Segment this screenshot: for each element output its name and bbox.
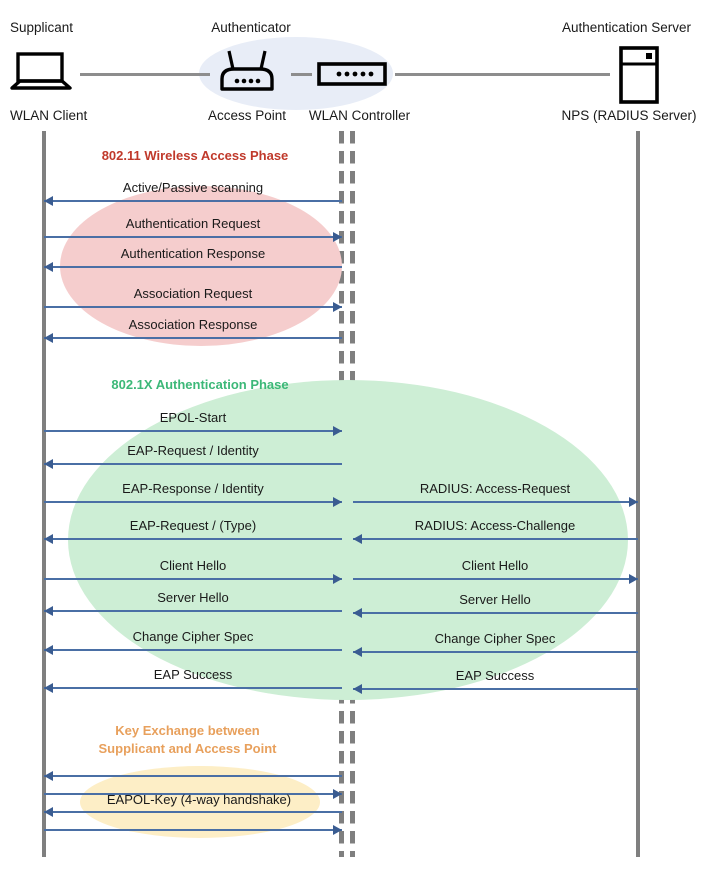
message-line [44,236,342,238]
phase-title-wireless-access: 802.11 Wireless Access Phase [101,148,289,163]
message-label: EAP Success [455,668,535,683]
arrowhead-left-icon [44,534,53,544]
access-point-icon [216,49,278,95]
message-line [44,610,342,612]
actor-device-nps-radius-server: NPS (RADIUS Server) [561,108,697,123]
message-line [44,463,342,465]
message-label: Client Hello [461,558,529,573]
actor-role-authentication-server: Authentication Server [561,20,692,35]
phase-title-dot1x-auth: 802.1X Authentication Phase [111,377,289,392]
arrowhead-right-icon [333,497,342,507]
phase-ellipse-dot1x-auth [68,380,628,700]
message-line [353,688,638,690]
message-label: Server Hello [157,590,229,605]
message-label: Authentication Response [120,246,266,261]
message-line [44,775,342,777]
arrowhead-right-icon [333,789,342,799]
wlan-controller-icon [317,62,387,86]
arrowhead-left-icon [353,684,362,694]
message-label: Active/Passive scanning [122,180,264,195]
arrowhead-left-icon [353,608,362,618]
arrowhead-left-icon [44,683,53,693]
arrowhead-right-icon [333,574,342,584]
message-line [44,829,342,831]
actor-role-supplicant: Supplicant [10,20,74,35]
arrowhead-left-icon [44,771,53,781]
arrowhead-left-icon [44,606,53,616]
message-label: Association Request [133,286,253,301]
message-label: Association Response [128,317,258,332]
link-controller-to-server [395,73,610,76]
phase-title-key-exchange-line2: Supplicant and Access Point [98,741,277,756]
lifeline-supplicant [42,131,46,857]
arrowhead-left-icon [44,196,53,206]
actor-device-wlan-controller: WLAN Controller [308,108,411,123]
arrowhead-right-icon [333,232,342,242]
arrowhead-left-icon [44,807,53,817]
message-label: EAP-Request / Identity [127,443,259,458]
message-label: EAP-Request / (Type) [129,518,257,533]
message-line [44,430,342,432]
message-label: EAP-Response / Identity [122,481,264,496]
message-line [353,651,638,653]
link-client-to-ap [80,73,210,76]
message-line [353,538,638,540]
phase-ellipse-key-exchange [80,766,320,838]
message-line [44,306,342,308]
actor-device-wlan-client: WLAN Client [10,108,88,123]
message-line [353,578,638,580]
phase-title-key-exchange-line1: Key Exchange between [115,723,260,738]
message-label: Change Cipher Spec [132,629,254,644]
message-line [44,337,342,339]
message-line [44,578,342,580]
message-line [353,501,638,503]
laptop-icon [10,52,72,94]
message-line [44,200,342,202]
message-line [44,649,342,651]
message-label: RADIUS: Access-Request [419,481,571,496]
message-label: Client Hello [159,558,227,573]
arrowhead-left-icon [44,333,53,343]
arrowhead-left-icon [44,459,53,469]
arrowhead-left-icon [44,262,53,272]
message-line [44,501,342,503]
message-line [353,612,638,614]
lifeline-authentication-server [636,131,640,857]
arrowhead-left-icon [353,534,362,544]
message-label: RADIUS: Access-Challenge [414,518,576,533]
arrowhead-right-icon [333,825,342,835]
arrowhead-left-icon [353,647,362,657]
actor-role-authenticator: Authenticator [211,20,291,35]
arrowhead-right-icon [333,426,342,436]
arrowhead-right-icon [629,497,638,507]
link-ap-to-controller [291,73,312,76]
arrowhead-right-icon [333,302,342,312]
message-line [44,811,342,813]
server-icon [619,46,659,104]
arrowhead-left-icon [44,645,53,655]
message-label: Change Cipher Spec [434,631,556,646]
message-line [44,538,342,540]
message-label: EPOL-Start [159,410,227,425]
arrowhead-right-icon [629,574,638,584]
message-label: Server Hello [459,592,531,607]
message-label: Authentication Request [125,216,261,231]
message-label: EAPOL-Key (4-way handshake) [106,792,292,807]
message-line [44,687,342,689]
message-label: EAP Success [153,667,233,682]
message-line [44,793,342,795]
message-line [44,266,342,268]
actor-device-access-point: Access Point [207,108,287,123]
